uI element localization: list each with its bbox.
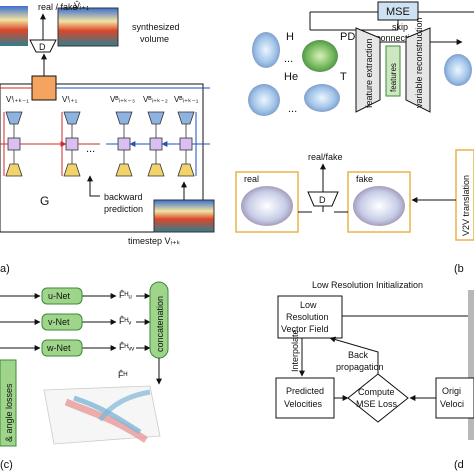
panel-c: u-Net v-Net w-Net F̂ᴴᵤ F̂ᴴᵥ F̂ᴴᵥᵥ concat… xyxy=(0,281,169,471)
connection-label: connection xyxy=(376,33,420,43)
skip-label: skip xyxy=(392,22,408,32)
features-block xyxy=(385,45,401,97)
panel-d-title: Low Resolution Initialization xyxy=(312,280,423,290)
panel-d: Low Resolution Initialization Low Resolu… xyxy=(275,280,474,471)
compute-mse-diamond xyxy=(347,373,409,423)
volume-h xyxy=(252,32,280,68)
features-label: features xyxy=(389,63,398,92)
caption-a: a) xyxy=(0,263,10,275)
prediction-label: prediction xyxy=(104,204,143,214)
back-line1: Back xyxy=(348,350,369,360)
right-edge-bar xyxy=(468,290,474,440)
caption-b: (b xyxy=(454,263,464,275)
volume-label: volume xyxy=(140,34,169,44)
variable-reconstruction-block xyxy=(405,27,431,113)
volume-pd xyxy=(302,40,338,72)
output-volume xyxy=(444,54,472,86)
back-line2: propagation xyxy=(336,362,384,372)
variable-reconstruction-label: variable reconstruction xyxy=(414,17,424,108)
unet-label: u-Net xyxy=(48,291,71,301)
generator-columns xyxy=(0,111,210,177)
original-line2: Veloci xyxy=(440,399,464,409)
low-res-line3: Vector Field xyxy=(281,324,329,334)
volume-t xyxy=(304,84,340,112)
interpolate-label: Interpolate xyxy=(290,329,300,372)
real-label: real xyxy=(244,174,259,184)
losses-block xyxy=(0,359,17,447)
volume-he xyxy=(248,84,280,116)
backward-label: backward xyxy=(104,192,143,202)
predicted-line2: Velocities xyxy=(284,399,323,409)
feature-extraction-label: feature extraction xyxy=(364,38,374,108)
fu-label: F̂ᴴᵤ xyxy=(119,290,132,300)
compute-line2: MSE Loss xyxy=(356,399,398,409)
v-label-3: Vᴮᵢ₊ₖ₋₃ xyxy=(110,95,135,104)
concatenation-label: concatenation xyxy=(155,296,165,352)
v-label-2: Vᶠᵢ₊₁ xyxy=(62,95,78,104)
fake-label: fake xyxy=(356,174,373,184)
caption-d: (d xyxy=(454,459,464,471)
dots-1: ... xyxy=(284,53,293,65)
discriminator-shape-a xyxy=(29,39,57,53)
discriminator-shape-b xyxy=(307,191,339,207)
low-res-line2: Resolution xyxy=(286,312,329,322)
unet-box xyxy=(41,287,83,305)
v-label-5: Vᴮᵢ₊ₖ₋₁ xyxy=(174,95,199,104)
v-label-4: Vᴮᵢ₊ₖ₋₂ xyxy=(143,95,168,104)
caption-c: (c) xyxy=(0,459,13,471)
mse-label: MSE xyxy=(386,6,410,18)
orange-fusion-box xyxy=(31,75,57,101)
discriminator-label-b: D xyxy=(319,195,326,205)
label-h: H xyxy=(286,31,294,43)
volume-image-a-left xyxy=(0,6,28,46)
vnet-box xyxy=(41,313,83,331)
low-res-line1: Low xyxy=(300,300,317,310)
timestep-volume-image xyxy=(153,199,215,233)
v-label-1: Vᶠᵢ₊ₖ₋₁ xyxy=(6,95,29,104)
vector-field-image xyxy=(43,385,161,445)
v-hat-label: V̂ᵢ₊₁ xyxy=(74,1,89,11)
dots-2: ... xyxy=(288,103,297,115)
compute-line1: Compute xyxy=(358,387,395,397)
feature-extraction-block xyxy=(355,27,381,113)
label-pd: PD xyxy=(340,31,355,43)
panel-b: MSE skip connection H PD He T ... ... fe… xyxy=(235,1,474,275)
generator-box xyxy=(0,83,204,233)
ellipsis-a: ... xyxy=(86,143,95,155)
discriminator-label-a: D xyxy=(39,42,46,52)
wnet-label: w-Net xyxy=(46,343,71,353)
timestep-label: timestep Vᵢ₊ₖ xyxy=(128,236,181,246)
original-line1: Origi xyxy=(442,386,461,396)
v2v-box xyxy=(455,149,474,241)
fv-label: F̂ᴴᵥ xyxy=(119,316,131,326)
predicted-velocities-box xyxy=(275,377,335,419)
predicted-line1: Predicted xyxy=(286,386,324,396)
synthesized-label: synthesized xyxy=(132,22,180,32)
fh-label: F̂ᴴ xyxy=(118,370,127,380)
original-velocities-box xyxy=(435,377,474,419)
label-t: T xyxy=(340,71,347,83)
generator-label: G xyxy=(40,194,49,208)
vnet-label: v-Net xyxy=(48,317,70,327)
label-he: He xyxy=(284,71,298,83)
panel-a: real / fake V̂ᵢ₊₁ synthesized volume D V… xyxy=(0,1,215,275)
v2v-label: V2V translation xyxy=(461,175,471,236)
fw-label: F̂ᴴᵥᵥ xyxy=(119,342,134,352)
wnet-box xyxy=(41,339,83,357)
real-fake-label-b: real/fake xyxy=(308,152,343,162)
losses-label: & angle losses xyxy=(4,383,14,442)
synthesized-volume-image xyxy=(57,7,119,47)
low-res-box xyxy=(277,295,343,339)
real-fake-label-a: real / fake xyxy=(38,2,78,12)
